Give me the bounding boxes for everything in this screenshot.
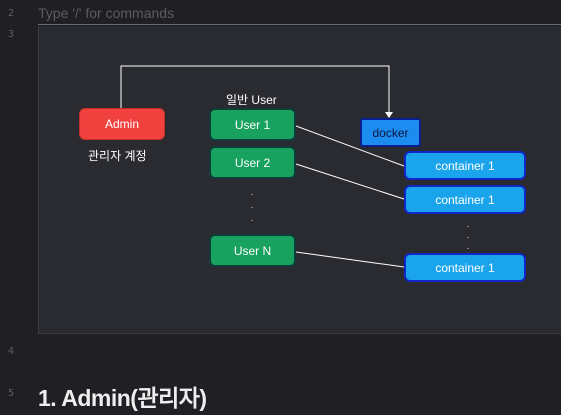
container-node: container 1 [404, 253, 526, 282]
ellipsis-dot: . [250, 213, 254, 224]
container-node: container 1 [404, 151, 526, 180]
architecture-diagram[interactable]: Admin 관리자 계정 일반 User User 1 User 2 . . .… [38, 26, 561, 334]
ellipsis-dot: . [250, 187, 254, 198]
user-2-connector [295, 163, 405, 200]
admin-caption: 관리자 계정 [88, 149, 147, 163]
admin-to-docker-connector [120, 65, 390, 116]
user-node: User 1 [209, 108, 296, 141]
ellipsis-dot: . [466, 219, 470, 230]
line-number: 5 [7, 388, 14, 399]
admin-node: Admin [79, 108, 165, 140]
line-number: 4 [7, 346, 14, 357]
arrowhead-icon [385, 112, 393, 118]
diagram-connectors [120, 65, 405, 268]
ellipsis-dot: . [466, 230, 470, 241]
user-node: User N [209, 234, 296, 267]
command-placeholder[interactable]: Type '/' for commands [38, 5, 175, 21]
container-node: container 1 [404, 185, 526, 214]
line-number: 3 [7, 29, 14, 40]
block-divider [38, 24, 561, 25]
line-number: 2 [7, 8, 14, 19]
user-1-connector [295, 125, 405, 167]
ellipsis-dot: . [466, 241, 470, 252]
user-n-connector [295, 251, 405, 268]
docker-node: docker [360, 118, 421, 147]
ellipsis-dot: . [250, 200, 254, 211]
user-node: User 2 [209, 146, 296, 179]
users-caption: 일반 User [226, 93, 277, 107]
section-heading[interactable]: 1. Admin(관리자) [38, 385, 207, 411]
